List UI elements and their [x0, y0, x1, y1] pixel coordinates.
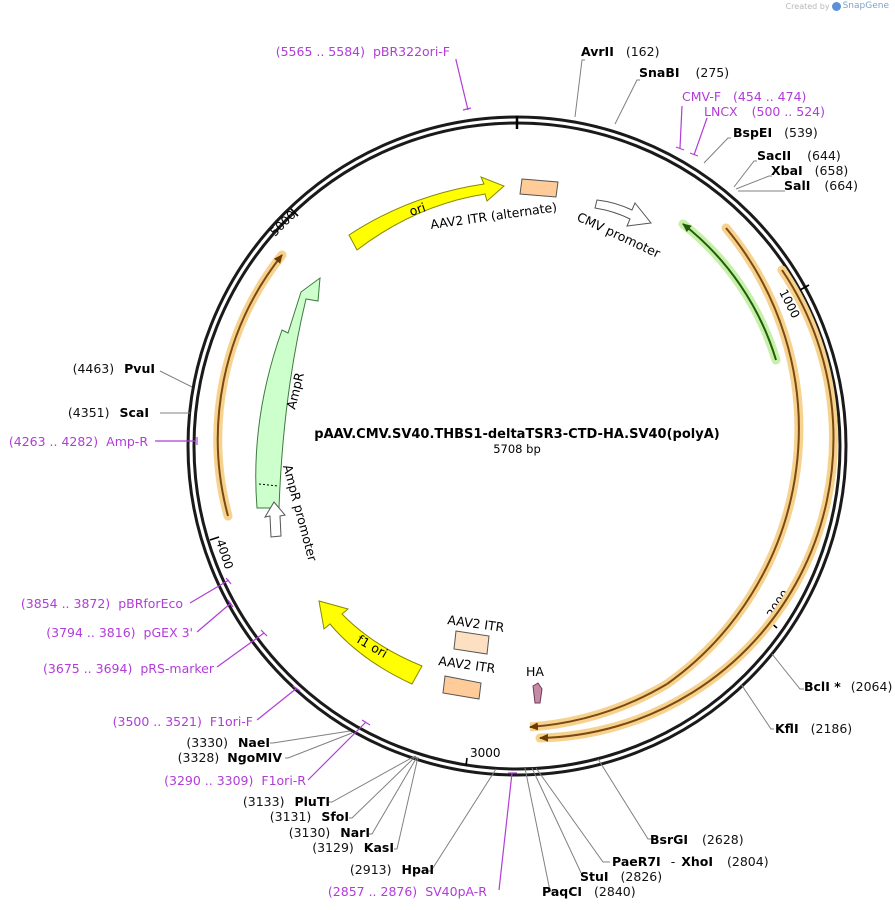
- tick-5000: [290, 208, 299, 217]
- site-salI[interactable]: SalI(664): [784, 178, 858, 193]
- site-xbaI[interactable]: XbaI(658): [771, 163, 848, 178]
- ori-label: ori: [407, 200, 427, 219]
- primer-cmv-f[interactable]: CMV-F(454 .. 474): [682, 89, 806, 104]
- f1-ori-feature[interactable]: [318, 600, 423, 685]
- orf-arc-right: [666, 227, 800, 685]
- snapgene-branding: Created by SnapGene: [786, 1, 889, 11]
- primer-f1ori-f[interactable]: (3500 .. 3521)F1ori-F: [113, 714, 253, 729]
- ha-label: HA: [526, 664, 544, 679]
- site-ngoMIV[interactable]: (3328)NgoMIV: [178, 750, 283, 765]
- site-hpaI[interactable]: (2913)HpaI: [350, 862, 434, 877]
- leader-lines: [159, 59, 804, 892]
- site-pvuI[interactable]: (4463)PvuI: [73, 361, 155, 376]
- tick-4000: [209, 536, 220, 541]
- primer-pbrforeco[interactable]: (3854 .. 3872)pBRforEco: [21, 596, 183, 611]
- snapgene-logo-icon: [831, 1, 841, 11]
- aav2-itr-1-label: AAV2 ITR: [447, 612, 506, 635]
- green-arc: [682, 223, 777, 361]
- orf-arc-bottom: [529, 683, 668, 731]
- site-snaBI[interactable]: SnaBI(275): [639, 65, 729, 80]
- site-narI[interactable]: (3130)NarI: [289, 825, 370, 840]
- ori-feature[interactable]: [348, 176, 505, 251]
- site-sfoI[interactable]: (3131)SfoI: [270, 809, 349, 824]
- site-stuI[interactable]: StuI(2826): [580, 869, 662, 884]
- site-pluTI[interactable]: (3133)PluTI: [243, 794, 330, 809]
- site-paeR7I-xhoI[interactable]: PaeR7I-XhoI(2804): [612, 854, 769, 869]
- primer-f1ori-r[interactable]: (3290 .. 3309)F1ori-R: [164, 773, 306, 788]
- primer-sv40pa-r[interactable]: (2857 .. 2876)SV40pA-R: [328, 884, 487, 899]
- snapgene-text: SnapGene: [842, 1, 889, 11]
- primer-leader-lines: [155, 59, 708, 891]
- plasmid-length: 5708 bp: [493, 442, 541, 456]
- plasmid-name: pAAV.CMV.SV40.THBS1-deltaTSR3-CTD-HA.SV4…: [314, 427, 719, 442]
- tick-label-3000: 3000: [470, 746, 501, 760]
- ampr-promoter-feature[interactable]: [263, 501, 286, 538]
- site-naeI[interactable]: (3330)NaeI: [186, 735, 270, 750]
- site-bsrGI[interactable]: BsrGI(2628): [650, 832, 744, 847]
- created-by-text: Created by: [785, 1, 830, 11]
- site-paqCI[interactable]: PaqCI(2840): [542, 884, 636, 899]
- primer-prs-marker[interactable]: (3675 .. 3694)pRS-marker: [43, 661, 215, 676]
- tick-3000: [465, 757, 468, 767]
- left-arc: [216, 254, 283, 517]
- site-kflI[interactable]: KflI(2186): [775, 721, 852, 736]
- cmv-promoter-label: CMV promoter: [575, 209, 664, 261]
- tick-1000: [799, 284, 810, 291]
- aav2-itr-2-label: AAV2 ITR: [438, 653, 497, 676]
- site-scaI[interactable]: (4351)ScaI: [68, 405, 149, 420]
- green-arc-halo: [678, 219, 781, 365]
- site-avrII[interactable]: AvrII(162): [581, 44, 659, 59]
- aav2-itr-alternate-label: AAV2 ITR (alternate): [429, 199, 558, 232]
- cmv-promoter-feature[interactable]: [594, 199, 652, 227]
- primer-pgex3[interactable]: (3794 .. 3816)pGEX 3': [46, 625, 193, 640]
- primer-pbr322ori-f[interactable]: (5565 .. 5584)pBR322ori-F: [276, 44, 450, 59]
- primer-lncx[interactable]: LNCX(500 .. 524): [704, 104, 825, 119]
- aav2-itr-2-feature[interactable]: [442, 675, 482, 700]
- site-bclI[interactable]: BclI *(2064): [804, 679, 892, 694]
- aav2-itr-alternate-feature[interactable]: [519, 178, 559, 198]
- ha-feature[interactable]: [532, 682, 543, 704]
- site-kasI[interactable]: (3129)KasI: [312, 840, 394, 855]
- site-sacII[interactable]: SacII(644): [757, 148, 841, 163]
- orf-arc-inner: [539, 269, 835, 742]
- aav2-itr-1-feature[interactable]: [453, 630, 490, 655]
- ampr-dotted-boundary: [258, 483, 279, 487]
- ampr-feature[interactable]: [255, 276, 321, 509]
- primer-amp-r[interactable]: (4263 .. 4282)Amp-R: [9, 434, 148, 449]
- site-bspEI[interactable]: BspEI(539): [733, 125, 818, 140]
- ampr-promoter-label: AmpR promoter: [280, 463, 320, 564]
